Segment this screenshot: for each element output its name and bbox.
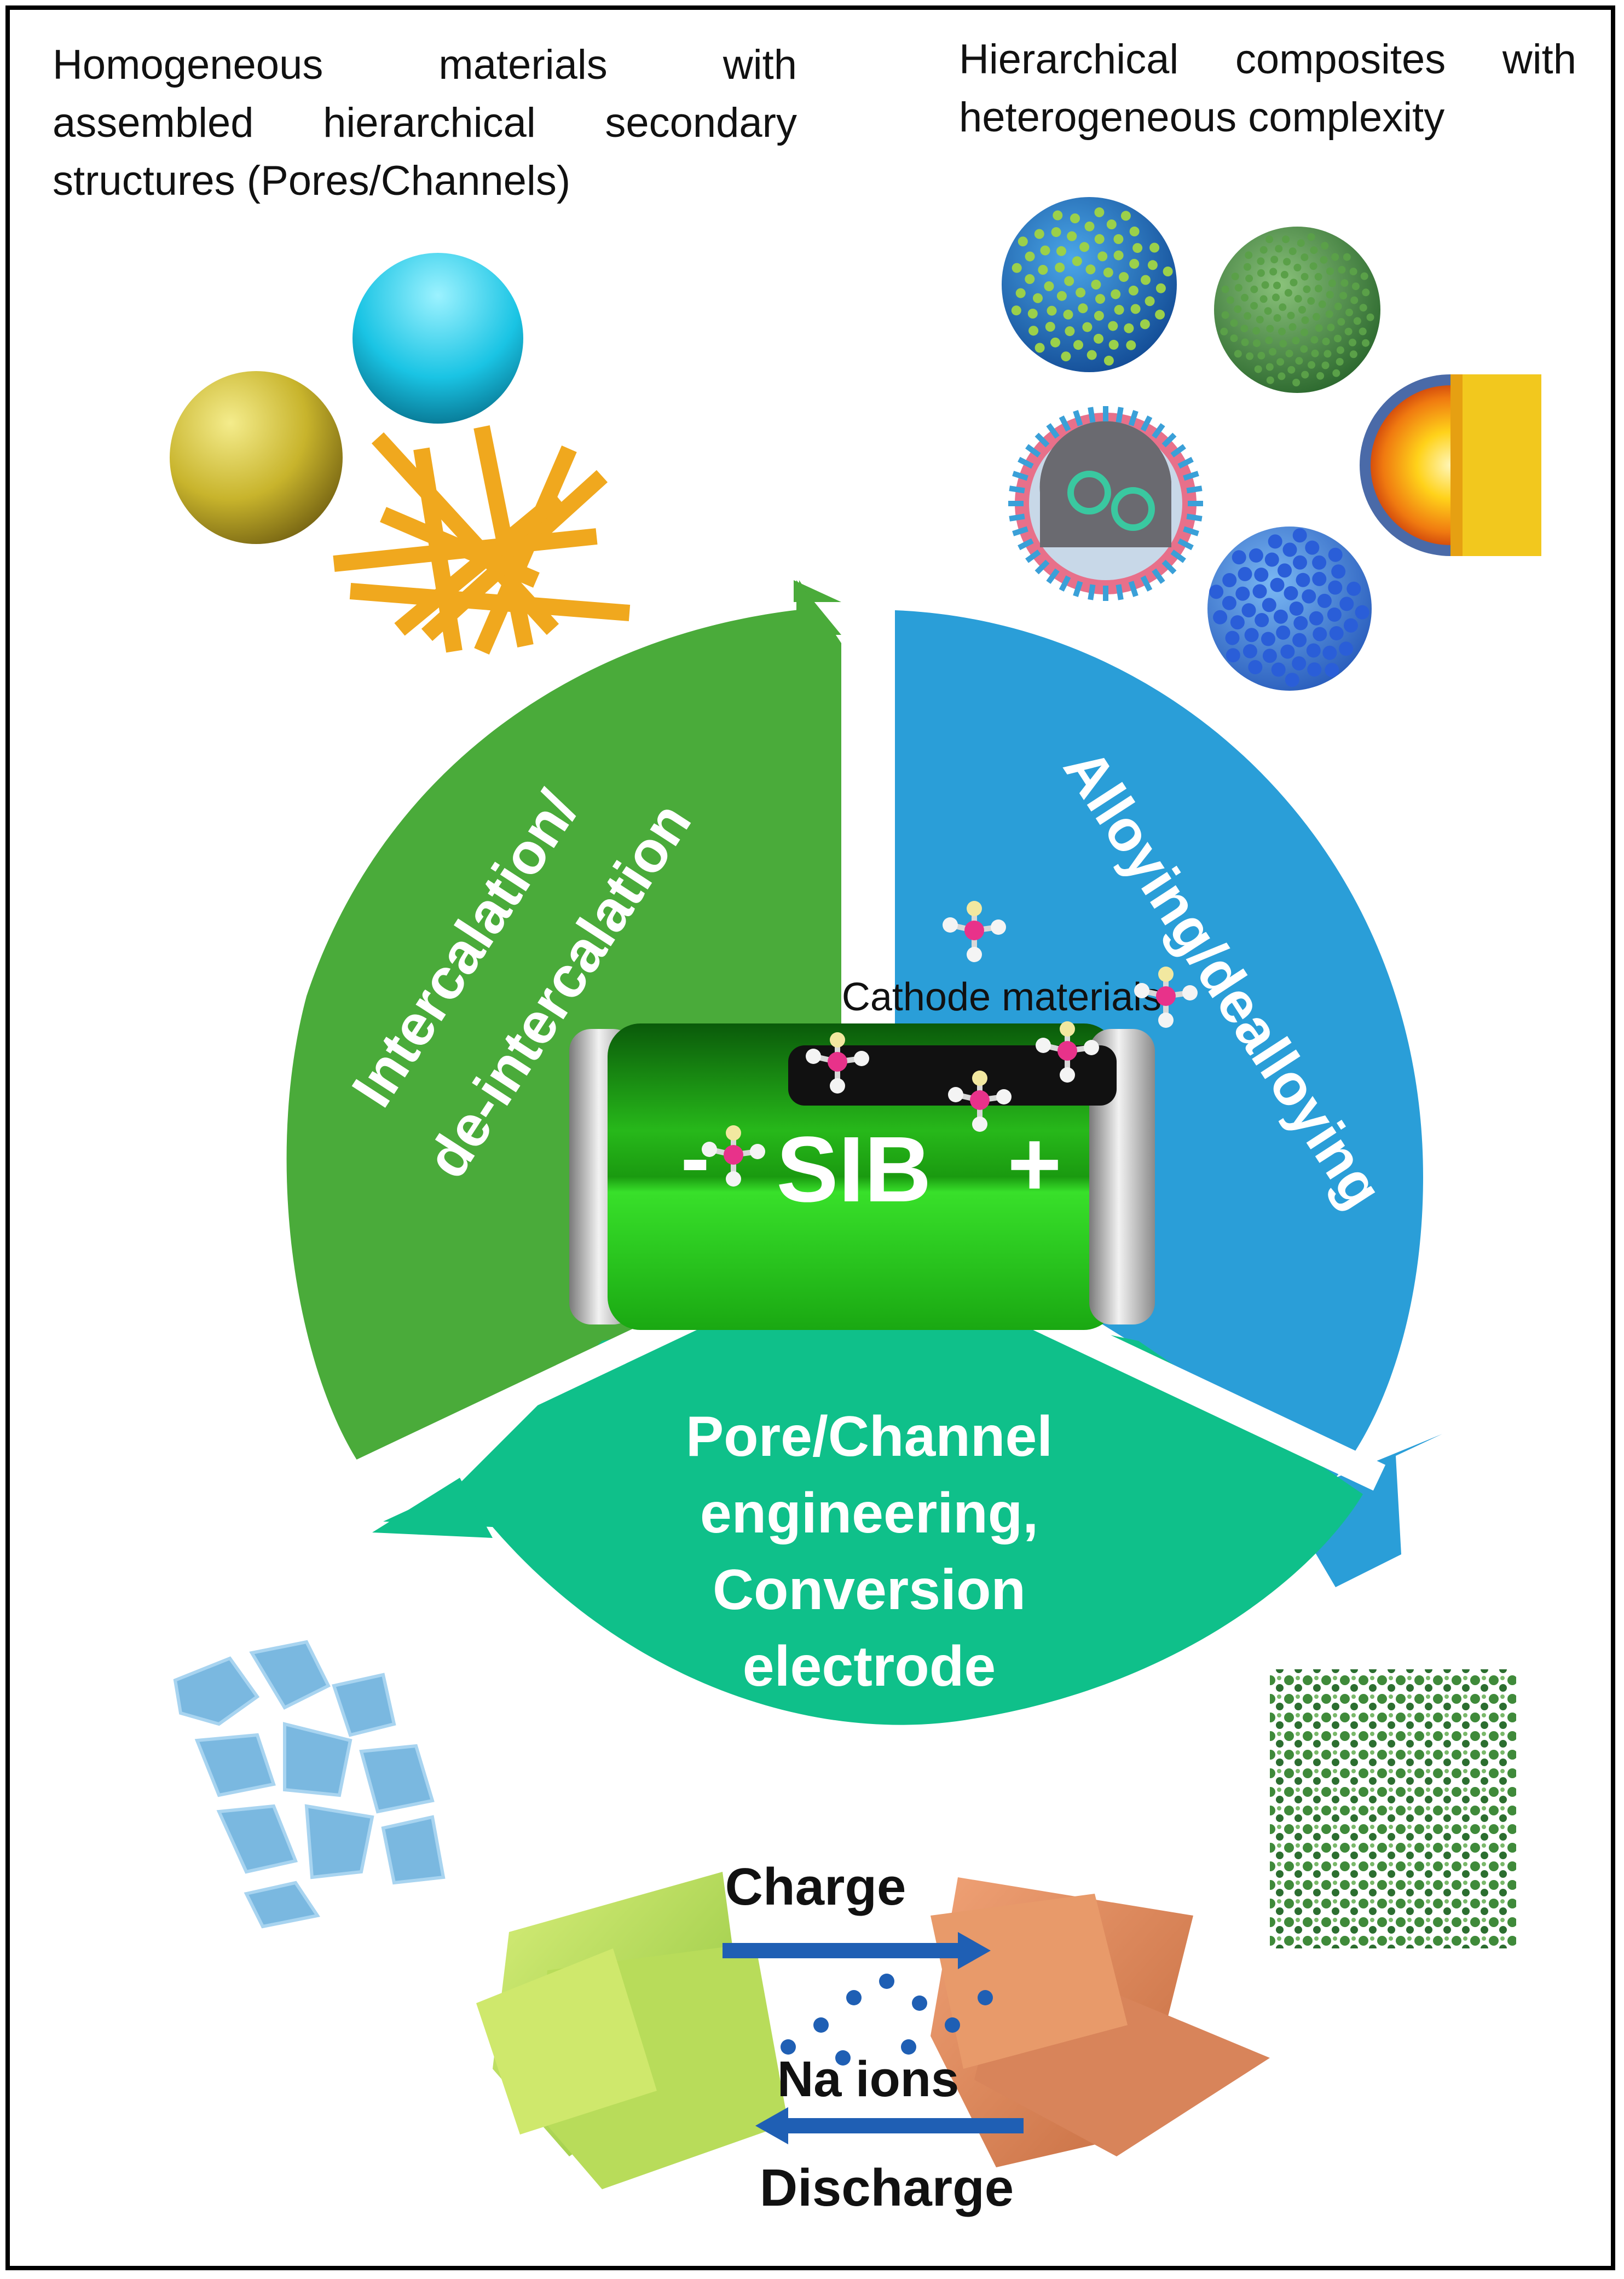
conversion-label-line1: Pore/Channel bbox=[686, 1405, 1053, 1468]
na-molecules bbox=[702, 901, 1198, 1187]
nanorods bbox=[333, 425, 631, 655]
conversion-label-line3: Conversion bbox=[713, 1558, 1026, 1622]
green-nanoparticle-film bbox=[1270, 1669, 1516, 1948]
charge-arrow bbox=[723, 1932, 991, 1969]
na-ion-dots bbox=[781, 1974, 993, 2066]
yellow-sphere bbox=[170, 371, 343, 544]
alloying-segment bbox=[895, 610, 1442, 1587]
battery-minus: - bbox=[680, 1108, 709, 1206]
hierarchical-composites-illustration bbox=[1002, 197, 1541, 691]
battery-sib-label: SIB bbox=[776, 1118, 931, 1222]
conversion-label: Pore/Channel engineering, Conversion ele… bbox=[686, 1405, 1053, 1698]
charge-label: Charge bbox=[725, 1858, 906, 1916]
discharge-arrow bbox=[755, 2107, 1024, 2144]
anode-green-sheets bbox=[476, 1872, 788, 2189]
conversion-arrow-head bbox=[372, 1478, 493, 1538]
cathode-materials-label: Cathode materials bbox=[842, 975, 1161, 1019]
cathode-slot bbox=[788, 1045, 1117, 1106]
na-ions-label: Na ions bbox=[777, 2051, 959, 2107]
conversion-segment bbox=[383, 1286, 1363, 1725]
flake-clusters-illustration bbox=[173, 1640, 446, 1929]
conversion-label-line2: engineering, bbox=[700, 1482, 1038, 1545]
intercalation-arrow-head bbox=[796, 580, 841, 635]
cyan-sphere bbox=[352, 253, 523, 424]
cathode-copper-sheets bbox=[931, 1877, 1270, 2167]
caption-hierarchical-composites: Hierarchical composites with heterogeneo… bbox=[959, 36, 1576, 141]
conversion-label-line4: electrode bbox=[743, 1635, 996, 1698]
battery-plus: + bbox=[1007, 1112, 1061, 1216]
discharge-label: Discharge bbox=[760, 2159, 1014, 2217]
sib-battery: Cathode materials - SIB + bbox=[569, 901, 1198, 1330]
ion-exchange-illustration: Charge Na ions Discharge bbox=[476, 1858, 1270, 2217]
homogeneous-materials-illustration bbox=[170, 253, 631, 655]
figure-border bbox=[5, 5, 1615, 2270]
virus-like-sphere bbox=[1008, 406, 1203, 601]
caption-homogeneous-materials: Homogeneous materials with assembled hie… bbox=[53, 42, 797, 204]
core-shell-sphere bbox=[1360, 374, 1541, 556]
